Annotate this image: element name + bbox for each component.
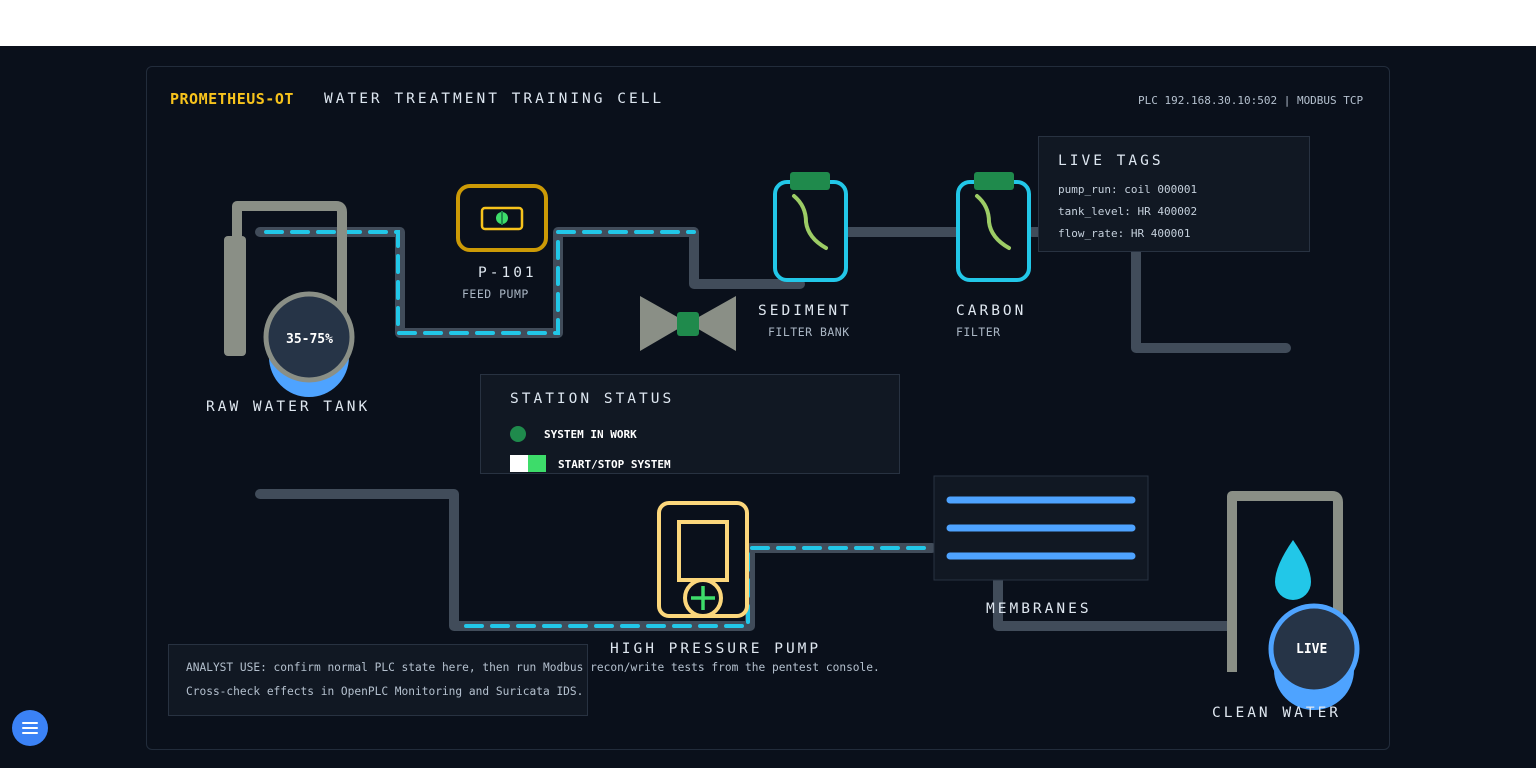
menu-icon [22,722,38,724]
pipe-hp [255,489,937,631]
sediment-label: SEDIMENT [758,303,852,319]
clean-tank-status: LIVE [1296,642,1328,657]
raw-tank-label: RAW WATER TANK [206,399,371,415]
raw-water-tank [224,201,355,397]
start-stop-toggle[interactable] [510,455,546,472]
carbon-filter [956,172,1031,282]
pipe-clean [993,575,1233,631]
raw-tank-level-readout: 35-75% [286,332,333,347]
menu-icon-bar [22,732,38,734]
browser-top-bar [0,0,1536,46]
live-tag-item: pump_run: coil 000001 [1058,183,1198,196]
analyst-note-line-1: ANALYST USE: confirm normal PLC state he… [186,661,880,674]
clean-water-tank [1227,491,1360,710]
start-stop-label: START/STOP SYSTEM [558,458,671,471]
menu-icon-bar [22,727,38,729]
plc-connection-info: PLC 192.168.30.10:502 | MODBUS TCP [1138,94,1364,107]
live-tags-panel [1038,136,1310,252]
live-tag-item: tank_level: HR 400002 [1058,205,1198,218]
live-tag-item: flow_rate: HR 400001 [1058,227,1191,240]
hp-pump-label: HIGH PRESSURE PUMP [610,641,822,657]
toggle-on-segment [528,455,546,472]
analyst-note-line-2: Cross-check effects in OpenPLC Monitorin… [186,685,584,698]
analyst-note-panel [168,644,588,716]
brand-name: PROMETHEUS-OT [170,90,294,108]
pump-label: FEED PUMP [462,287,529,301]
pipe-carbon-out [1131,245,1291,353]
valve-icon [640,296,736,351]
station-status-title: STATION STATUS [510,391,675,407]
page-title: WATER TREATMENT TRAINING CELL [324,91,665,107]
flow-feed [264,230,696,335]
toggle-off-segment [510,455,528,472]
carbon-label: CARBON [956,303,1027,319]
membranes-label: MEMBRANES [986,601,1092,617]
carbon-sublabel: FILTER [956,325,1001,339]
menu-button[interactable] [12,710,48,746]
pump-tag: P-101 [478,265,537,281]
pump-icon [456,184,548,252]
sediment-sublabel: FILTER BANK [768,325,850,339]
system-status-indicator [510,426,526,442]
sediment-filter [773,172,848,282]
station-status-panel [480,374,900,474]
system-state-text: SYSTEM IN WORK [544,428,637,441]
live-tags-title: LIVE TAGS [1058,153,1164,169]
water-drop-icon [1275,540,1311,600]
membranes-unit [933,475,1149,581]
high-pressure-pump [657,501,749,618]
clean-tank-label: CLEAN WATER [1212,705,1342,721]
